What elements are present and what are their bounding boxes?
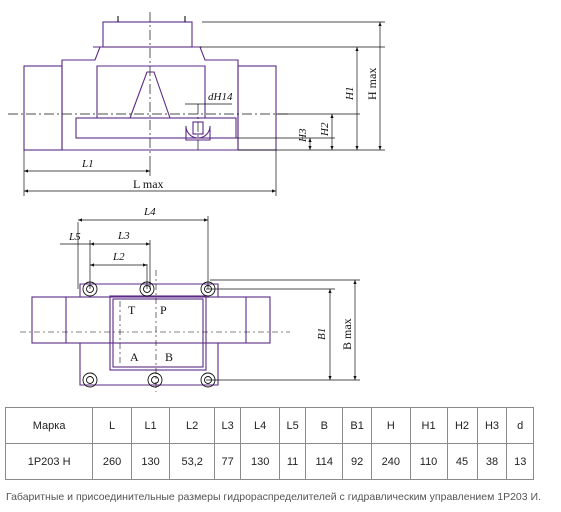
table-header-cell: H1	[409, 407, 448, 444]
table-cell: 11	[278, 443, 307, 480]
label-L1-top: L1	[81, 158, 94, 170]
label-dH14: dH14	[208, 91, 233, 103]
front-view-dimensions	[23, 21, 385, 196]
label-L5: L5	[68, 231, 81, 243]
label-L3: L3	[117, 230, 130, 242]
table-header-cell: L4	[240, 407, 280, 444]
table-row: 1Р203 Н 260 130 53,2 77 130 11 114 92 24…	[4, 443, 534, 480]
port-label-T: T	[128, 303, 136, 317]
table-header-cell: L3	[213, 407, 242, 444]
label-Lmax: L max	[133, 177, 164, 191]
table-header-cell: H	[371, 407, 411, 444]
table-header-cell: B	[305, 407, 344, 444]
table-cell: 260	[92, 443, 132, 480]
label-H2: H2	[319, 122, 331, 137]
table-header-cell: H3	[476, 407, 508, 444]
table-cell: 38	[476, 443, 508, 480]
table-header-cell: B1	[342, 407, 373, 444]
table-cell: 45	[446, 443, 478, 480]
figure-caption: Габаритные и присоединительные размеры г…	[6, 491, 541, 503]
label-H3: H3	[297, 128, 309, 143]
table-cell: 92	[342, 443, 373, 480]
label-H1: H1	[344, 87, 356, 101]
table-cell: 114	[305, 443, 344, 480]
table-header-cell: d	[506, 407, 534, 444]
table-header-cell: L	[92, 407, 132, 444]
label-L4: L4	[143, 206, 156, 218]
label-L2: L2	[112, 251, 125, 263]
front-view-axes	[8, 12, 290, 160]
table-cell: 53,2	[169, 443, 215, 480]
technical-drawing: dH14 H max H1 H2 H3 L1 L max	[8, 12, 385, 392]
label-Hmax: H max	[365, 68, 379, 100]
port-label-B: B	[165, 350, 173, 364]
table-cell: 130	[240, 443, 280, 480]
label-B1: B1	[316, 328, 328, 340]
table-header-row: Марка L L1 L2 L3 L4 L5 B B1 H H1 H2 H3 d	[4, 407, 534, 444]
table-header-cell: L2	[169, 407, 215, 444]
port-label-P: P	[160, 303, 167, 317]
port-label-A: A	[130, 350, 139, 364]
label-Bmax: B max	[340, 318, 354, 350]
bolt-hole-icon	[82, 372, 98, 388]
table-header-cell: L1	[130, 407, 171, 444]
bolt-holes	[82, 281, 216, 388]
table-cell: 110	[409, 443, 448, 480]
table-cell: 240	[371, 443, 411, 480]
top-view	[31, 283, 271, 386]
table-header-cell: Марка	[4, 407, 94, 444]
table-cell: 130	[130, 443, 171, 480]
dimensions-table: Марка L L1 L2 L3 L4 L5 B B1 H H1 H2 H3 d…	[4, 407, 534, 480]
table-header-cell: L5	[278, 407, 307, 444]
front-view	[23, 16, 277, 151]
table-cell: 13	[506, 443, 534, 480]
top-view-dimensions	[60, 216, 360, 381]
top-view-axes	[20, 270, 290, 392]
table-header-cell: H2	[446, 407, 478, 444]
table-cell: 1Р203 Н	[4, 443, 94, 480]
table-cell: 77	[213, 443, 242, 480]
bolt-hole-icon	[147, 372, 163, 388]
